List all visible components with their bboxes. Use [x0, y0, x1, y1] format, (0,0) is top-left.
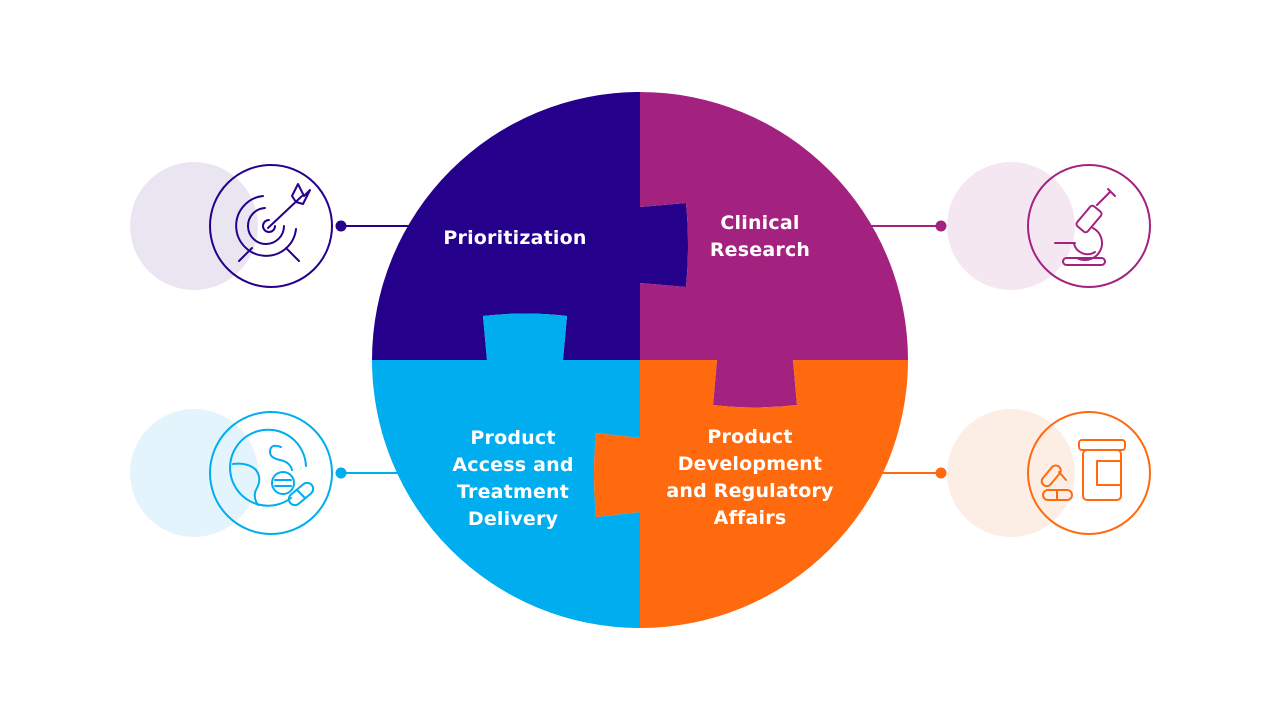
microscope-icon	[1054, 188, 1116, 266]
clinical-research-tint-circle	[947, 162, 1075, 290]
prioritization-tint-circle	[130, 162, 258, 290]
product-development-tint-circle	[947, 409, 1075, 537]
product-development-icon-badge	[1027, 411, 1151, 535]
prioritization-icon-badge	[209, 164, 333, 288]
label-product-access: Product Access and Treatment Delivery	[452, 427, 574, 530]
pill-bottle-icon	[1040, 439, 1126, 501]
product-access-tint-circle	[130, 409, 258, 537]
product-access-icon-badge	[209, 411, 333, 535]
label-prioritization: Prioritization	[443, 227, 587, 249]
label-product-development: Product Development and Regulatory Affai…	[666, 426, 834, 529]
globe-pills-icon	[229, 428, 315, 507]
prioritization-connector	[335, 220, 420, 232]
label-clinical-research: Clinical Research	[709, 212, 811, 261]
target-arrow-icon	[235, 183, 311, 262]
clinical-research-icon-badge	[1027, 164, 1151, 288]
clinical-research-connector	[860, 220, 947, 232]
